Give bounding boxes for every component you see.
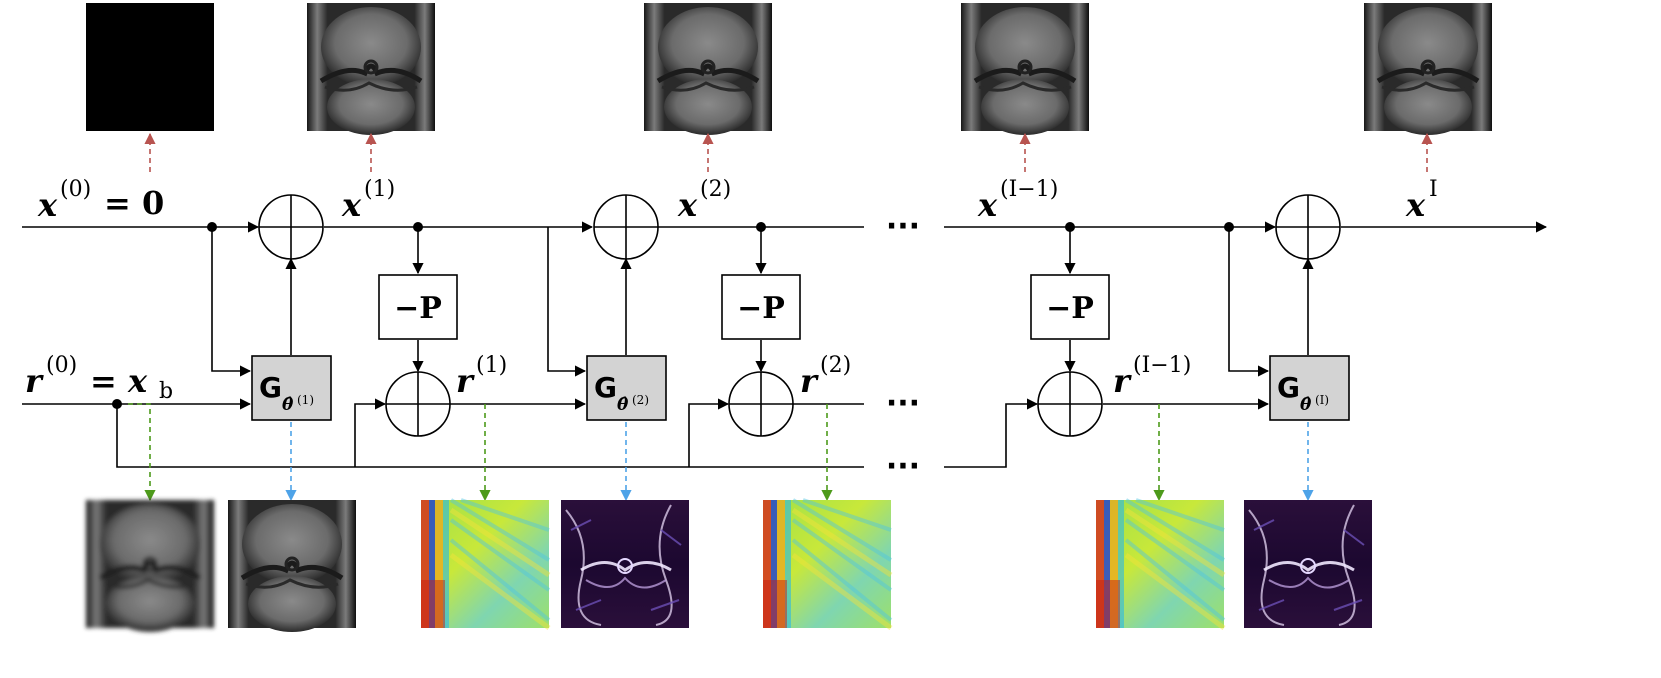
generator-block-1: G θ̂ (1)	[251, 355, 332, 421]
label-r2: r (2)	[800, 353, 851, 400]
svg-text:= x: = x	[90, 362, 148, 400]
svg-text:(I−1): (I−1)	[1133, 353, 1191, 378]
svg-text:x: x	[341, 186, 362, 224]
top-image-2	[644, 3, 772, 135]
bottom-image-0	[86, 500, 214, 632]
svg-text:= 0: = 0	[104, 184, 164, 222]
generator-sup: (2)	[632, 393, 649, 407]
svg-text:r: r	[25, 362, 44, 400]
bottom-image-3	[559, 498, 691, 630]
generator-blocks: G θ̂ (1) G θ̂ (2) G θ̂ (I)	[251, 355, 1350, 421]
label-xI: x I	[1405, 177, 1438, 224]
projection-label: −P	[394, 291, 442, 326]
bottom-image-row	[86, 498, 1374, 632]
sum-node-rIm1	[1037, 371, 1103, 437]
continuation-middle: ···	[886, 386, 920, 421]
projection-block-2: −P	[721, 274, 801, 340]
continuation-bottom: ···	[886, 449, 920, 484]
bottom-image-6	[1242, 498, 1374, 630]
label-x1: x (1)	[341, 177, 395, 224]
svg-text:r: r	[456, 362, 475, 400]
signal-labels: x (0) = 0 x (1) x (2) x (I−1) x I r (0) …	[25, 177, 1438, 404]
generator-sup: (I)	[1315, 393, 1329, 407]
sum-node-x1	[258, 194, 324, 260]
sum-node-r1	[385, 371, 451, 437]
generator-sup: (1)	[297, 393, 314, 407]
svg-text:x: x	[977, 186, 998, 224]
sum-node-x2	[593, 194, 659, 260]
dashed-arrow-r0	[128, 403, 156, 502]
projection-label: −P	[737, 291, 785, 326]
signal-wires	[22, 221, 1548, 468]
top-image-row	[86, 3, 1492, 135]
continuation-top: ···	[886, 209, 920, 244]
junction-dots	[112, 222, 1234, 409]
generator-block-2: G θ̂ (2)	[586, 355, 667, 421]
generator-base: G	[594, 371, 617, 404]
label-r1: r (1)	[456, 353, 507, 400]
bottom-image-5	[1096, 500, 1224, 628]
svg-text:(1): (1)	[476, 353, 507, 378]
svg-text:(1): (1)	[364, 177, 395, 202]
sum-node-r2	[728, 371, 794, 437]
projection-blocks: −P −P −P	[378, 274, 1110, 340]
projection-label: −P	[1046, 291, 1094, 326]
label-rIm1: r (I−1)	[1113, 353, 1191, 400]
svg-text:(2): (2)	[700, 177, 731, 202]
continuation-dots: ··· ··· ···	[886, 209, 920, 484]
projection-block-1: −P	[378, 274, 458, 340]
label-x2: x (2)	[677, 177, 731, 224]
svg-text:x: x	[677, 186, 698, 224]
top-image-0	[86, 3, 214, 131]
generator-sub: θ̂	[282, 395, 294, 415]
svg-text:(0): (0)	[60, 177, 91, 202]
projection-block-3: −P	[1030, 274, 1110, 340]
top-image-3	[961, 3, 1089, 135]
top-image-4	[1364, 3, 1492, 135]
svg-text:b: b	[159, 379, 173, 404]
svg-text:x: x	[37, 186, 58, 224]
residual-output-arrows	[128, 403, 1314, 502]
x-output-arrows	[144, 132, 1433, 172]
svg-text:r: r	[800, 362, 819, 400]
top-image-1	[307, 3, 435, 135]
generator-block-3: G θ̂ (I)	[1269, 355, 1350, 421]
svg-text:(2): (2)	[820, 353, 851, 378]
svg-text:r: r	[1113, 362, 1132, 400]
bottom-image-2	[421, 500, 549, 628]
bottom-image-1	[228, 500, 356, 632]
generator-sub: θ̂	[617, 395, 629, 415]
label-xIm1: x (I−1)	[977, 177, 1058, 224]
svg-text:(I−1): (I−1)	[1000, 177, 1058, 202]
label-r0: r (0) = x b	[25, 353, 173, 404]
svg-text:I: I	[1429, 177, 1438, 202]
svg-text:x: x	[1405, 186, 1426, 224]
label-x0: x (0) = 0	[37, 177, 164, 224]
generator-sub: θ̂	[1300, 395, 1312, 415]
generator-base: G	[1277, 371, 1300, 404]
generator-base: G	[259, 371, 282, 404]
sum-node-xI	[1275, 194, 1341, 260]
svg-text:(0): (0)	[46, 353, 77, 378]
summation-nodes	[258, 194, 1341, 437]
bottom-image-4	[763, 500, 891, 628]
